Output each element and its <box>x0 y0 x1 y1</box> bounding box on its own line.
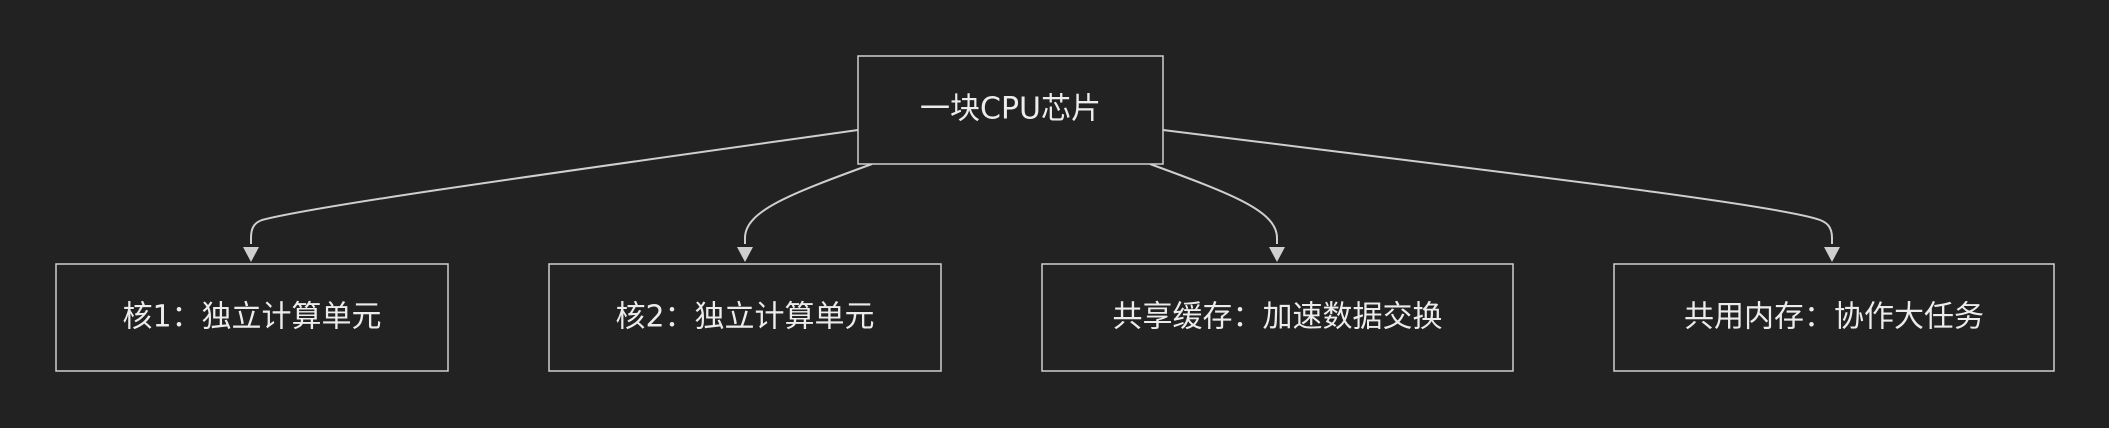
node-shared-cache: 共享缓存：加速数据交换 <box>1041 263 1514 372</box>
node-core1-label: 核1：独立计算单元 <box>122 300 381 335</box>
edge-cpu-to-memory <box>1162 129 1833 244</box>
node-cpu-chip-label: 一块CPU芯片 <box>920 92 1101 127</box>
node-shared-cache-label: 共享缓存：加速数据交换 <box>1113 300 1443 335</box>
node-cpu-chip-box <box>857 55 1164 165</box>
node-core1-box <box>55 263 449 372</box>
arrowhead-core2 <box>737 247 753 262</box>
arrowhead-cache <box>1269 247 1285 262</box>
node-shared-memory-box <box>1613 263 2055 372</box>
node-shared-memory: 共用内存：协作大任务 <box>1613 263 2055 372</box>
edge-cpu-to-core2 <box>744 163 873 244</box>
edges <box>243 129 1840 262</box>
node-shared-memory-label: 共用内存：协作大任务 <box>1684 300 1984 335</box>
node-core2-label: 核2：独立计算单元 <box>615 300 874 335</box>
edge-cpu-to-cache <box>1149 163 1278 244</box>
node-core2: 核2：独立计算单元 <box>548 263 942 372</box>
node-core1: 核1：独立计算单元 <box>55 263 449 372</box>
arrowhead-memory <box>1824 247 1840 262</box>
node-core2-box <box>548 263 942 372</box>
edge-cpu-to-core1 <box>250 129 859 244</box>
arrowhead-core1 <box>243 247 259 262</box>
node-shared-cache-box <box>1041 263 1514 372</box>
node-cpu-chip: 一块CPU芯片 <box>857 55 1164 165</box>
